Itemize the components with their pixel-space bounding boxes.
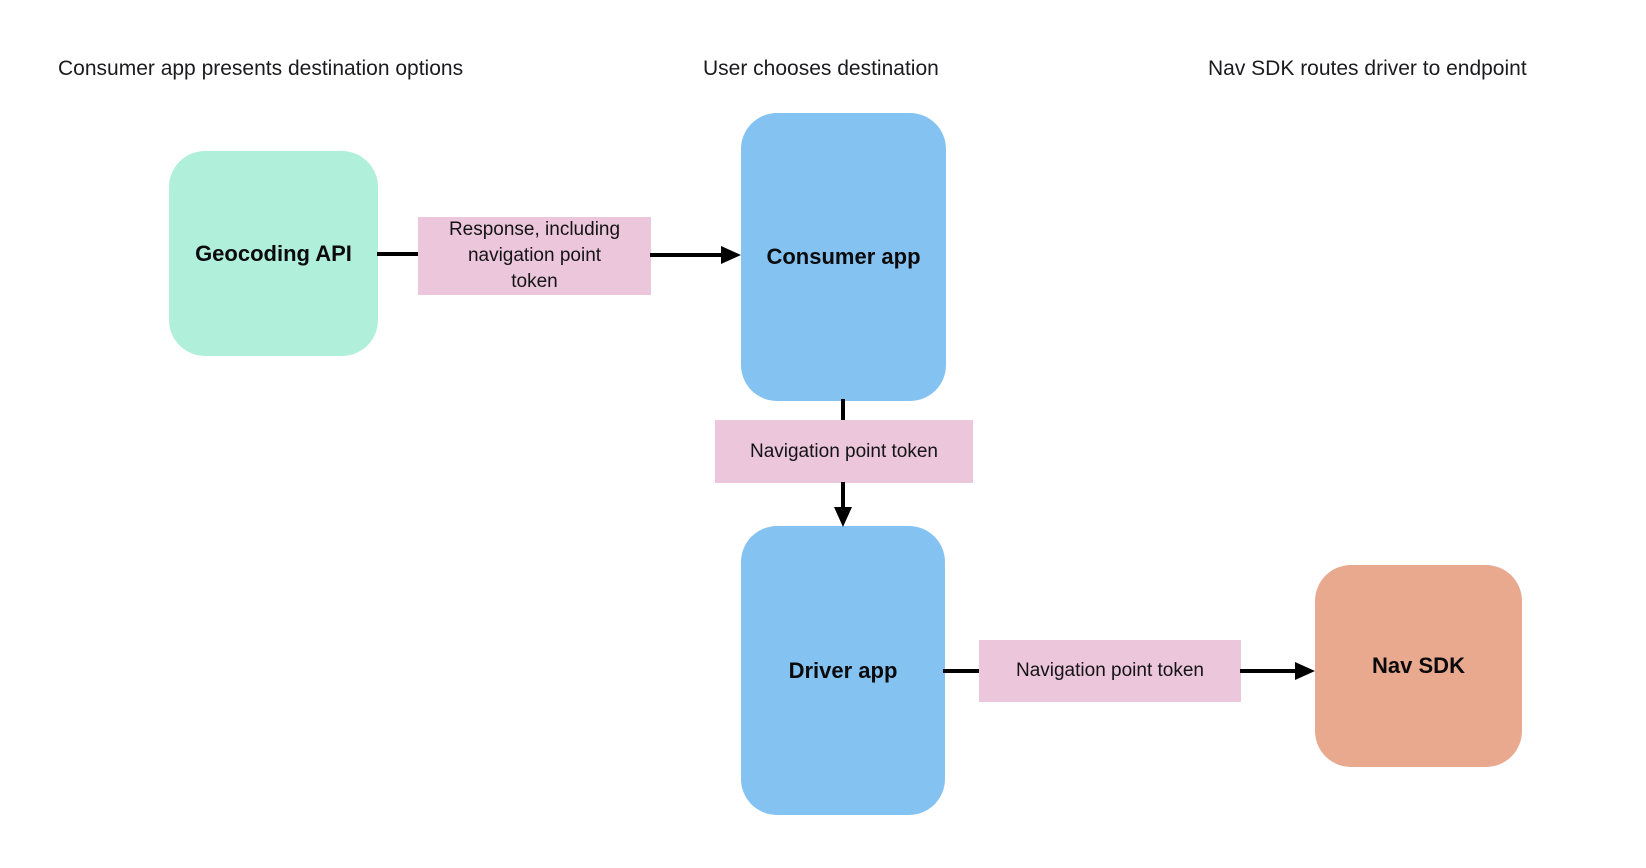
node-consumer-app-label: Consumer app	[766, 244, 921, 269]
node-driver-app-label: Driver app	[788, 657, 898, 683]
edge-label-navigation-point-token-horizontal: Navigation point token	[979, 640, 1241, 702]
edge-label-navigation-point-token-vertical: Navigation point token	[715, 420, 973, 483]
arrow-driver-to-navsdk-line-end	[1240, 669, 1298, 673]
edge-label-token-text-2: Navigation point token	[1015, 660, 1204, 681]
node-geocoding-api-label: Geocoding API	[195, 240, 352, 266]
column-title-user-chooses: User chooses destination	[703, 57, 939, 80]
column-title-navsdk-routes: Nav SDK routes driver to endpoint	[1208, 57, 1527, 80]
arrow-consumer-to-driver-line-start	[841, 399, 845, 421]
arrowhead-right-icon	[721, 246, 741, 264]
arrow-geocoding-to-consumer-line-end	[650, 253, 724, 257]
node-consumer-app: Consumer app	[741, 113, 946, 401]
column-title-consumer-presents: Consumer app presents destination option…	[58, 57, 464, 80]
node-geocoding-api: Geocoding API	[169, 151, 378, 356]
edge-label-response-including-token: Response, including navigation point tok…	[418, 217, 651, 295]
edge-label-token-text-1: Navigation point token	[749, 440, 938, 462]
node-driver-app: Driver app	[741, 526, 945, 815]
edge-label-response-text: Response, including navigation point tok…	[448, 219, 621, 292]
arrow-driver-to-navsdk-line-start	[943, 669, 979, 673]
arrowhead-right-icon	[1295, 662, 1315, 680]
arrowhead-down-icon	[834, 507, 852, 527]
node-nav-sdk-label: Nav SDK	[1372, 653, 1465, 678]
node-nav-sdk: Nav SDK	[1315, 565, 1522, 767]
arrow-consumer-to-driver-line-end	[841, 482, 845, 510]
arrow-geocoding-to-consumer-line-start	[377, 252, 420, 256]
